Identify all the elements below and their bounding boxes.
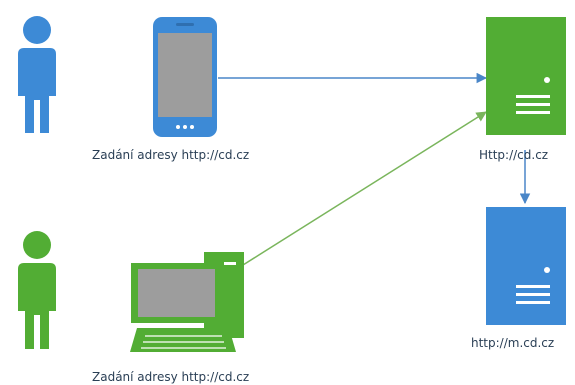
server-icon xyxy=(486,17,566,135)
person-icon xyxy=(18,231,56,349)
desktop-computer-icon xyxy=(130,252,244,352)
desktop-url-label: Zadání adresy http://cd.cz xyxy=(92,370,250,384)
server-icon xyxy=(486,207,566,325)
mobile-server-label: http://m.cd.cz xyxy=(471,336,555,350)
phone-url-label: Zadání adresy http://cd.cz xyxy=(92,148,250,162)
main-server-label: Http://cd.cz xyxy=(479,148,549,162)
smartphone-icon xyxy=(153,17,217,137)
person-icon xyxy=(18,16,56,133)
arrow-desktop-to-server xyxy=(242,111,487,266)
